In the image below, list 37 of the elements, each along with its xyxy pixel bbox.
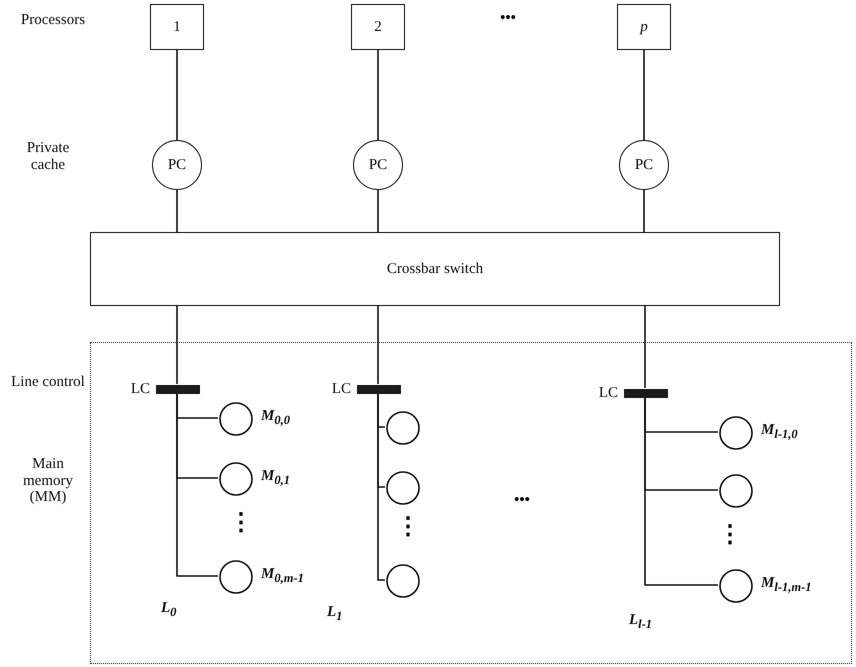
connector-line — [176, 393, 218, 577]
processor-box: 2 — [351, 4, 405, 50]
memory-label: M$_{0,0}$ — [261, 408, 290, 428]
connector-line — [643, 190, 645, 232]
bar-label: LC — [332, 380, 351, 397]
row-label: Line control — [10, 374, 86, 390]
cache-circle: PC — [152, 140, 202, 190]
ellipsis-mark: ⋮ — [229, 510, 243, 536]
connector-line — [377, 190, 379, 232]
connector-line — [644, 306, 646, 388]
row-label: Private cache — [26, 140, 70, 173]
row-label: Main memory (MM) — [22, 456, 74, 506]
cache-circle: PC — [619, 140, 669, 190]
ellipsis-mark: ••• — [513, 492, 531, 508]
connector-line — [176, 190, 178, 232]
memory-label: M$_{0,m-1}$ — [261, 566, 304, 586]
processor-box: p — [617, 4, 671, 50]
bar-label: LC — [130, 380, 150, 397]
connector-line — [377, 50, 379, 140]
processor-box: 1 — [150, 4, 204, 50]
memory-label: M$_{l-1,0}$ — [761, 422, 798, 442]
ellipsis-mark: ⋮ — [718, 522, 732, 548]
crossbar-box: Crossbar switch — [90, 232, 780, 306]
connector-line — [643, 50, 645, 140]
dashed-region — [90, 342, 852, 664]
memory-label: M$_{0,1}$ — [261, 468, 290, 488]
connector-line — [176, 306, 178, 384]
ellipsis-mark: ••• — [499, 10, 517, 26]
bar-label: LC — [598, 384, 618, 401]
connector-line — [176, 50, 178, 140]
cache-circle: PC — [353, 140, 403, 190]
row-label: Processors — [20, 12, 86, 28]
connector-line — [377, 393, 385, 581]
connector-line — [644, 397, 718, 586]
ellipsis-mark: ⋮ — [396, 514, 410, 540]
connector-line — [377, 306, 379, 384]
memory-label: M$_{l-1,m-1}$ — [761, 575, 812, 595]
